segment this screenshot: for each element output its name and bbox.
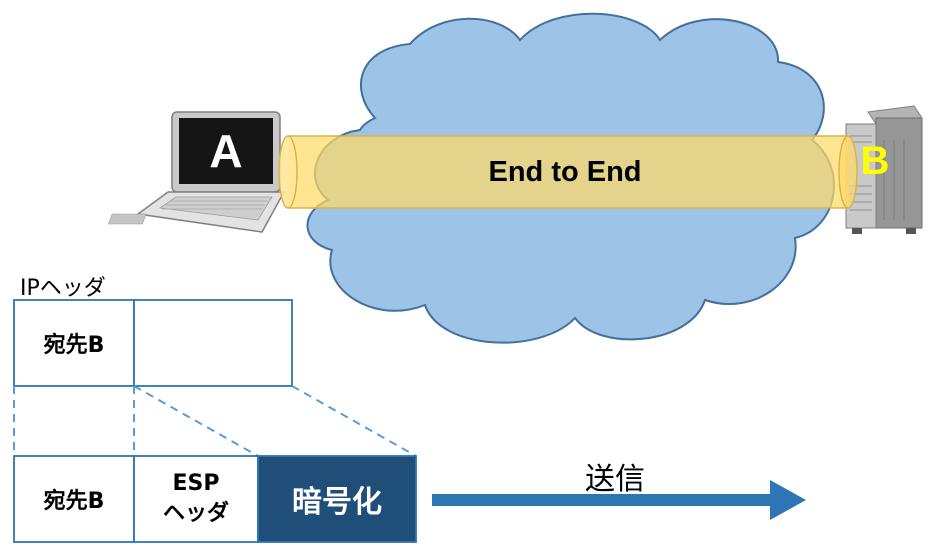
original-payload-cell — [134, 300, 292, 386]
projection-lines — [13, 385, 417, 457]
encrypted-cell: 暗号化 — [292, 485, 382, 520]
ipsec-dest-cell: 宛先B — [43, 489, 105, 514]
tunnel-label: End to End — [488, 155, 642, 188]
send-arrow — [432, 480, 806, 520]
laptop-a-label: A — [209, 125, 243, 177]
server-b-label: B — [860, 138, 890, 183]
ipsec-packet — [13, 455, 417, 543]
esp-header-line1: ESP — [172, 471, 220, 496]
end-to-end-tunnel — [278, 135, 858, 209]
esp-header-line2: ヘッダ — [162, 501, 229, 526]
esp-header-cell: ESP ヘッダ — [134, 456, 258, 542]
laptop-a — [108, 111, 286, 233]
ip-header-caption: IPヘッダ — [20, 276, 106, 301]
original-dest-cell: 宛先B — [43, 333, 105, 358]
send-label: 送信 — [585, 462, 645, 497]
original-ip-packet — [13, 299, 293, 387]
